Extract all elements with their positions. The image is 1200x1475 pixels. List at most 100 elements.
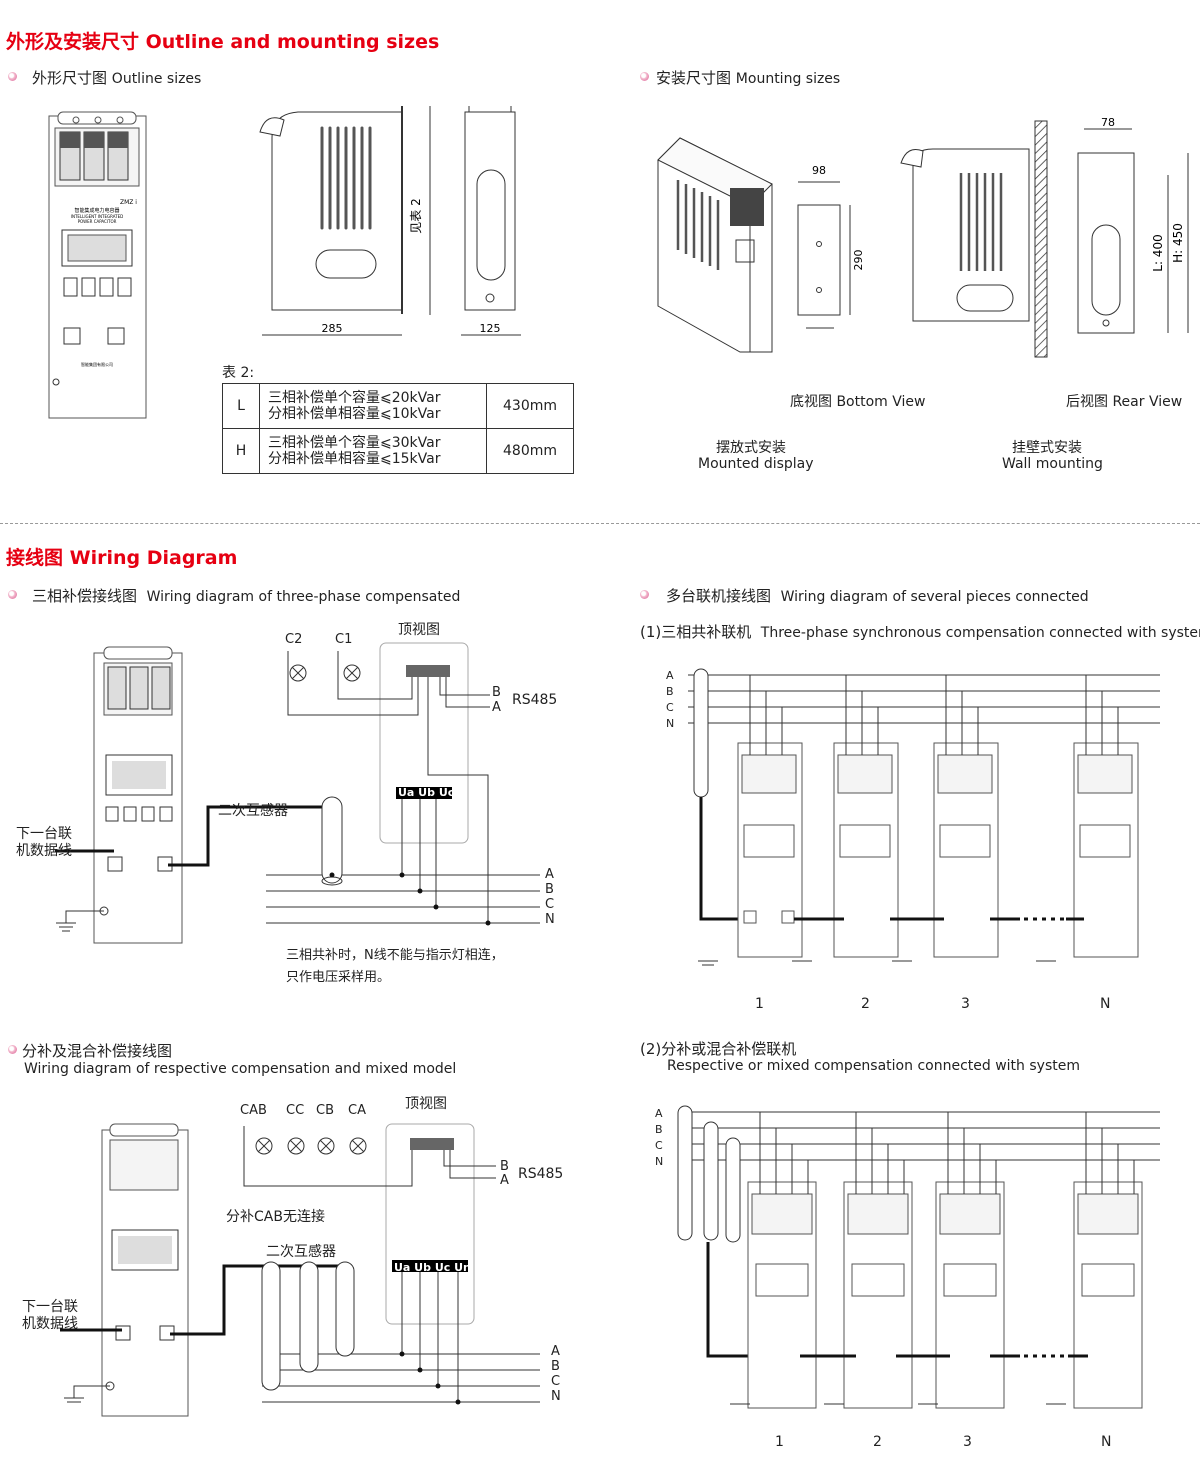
three-phase-label-en: Wiring diagram of three-phase compensate… bbox=[146, 589, 461, 605]
table-cell-code: L bbox=[222, 383, 260, 429]
phase-label-a: A bbox=[551, 1344, 560, 1359]
lamp-label-ca: CA bbox=[348, 1103, 366, 1118]
dim-L-label: L: 400 bbox=[1151, 234, 1165, 271]
cabinet-model-label: ZMZ i bbox=[120, 199, 137, 206]
phase-label-a: A bbox=[545, 867, 554, 882]
wall-caption-en: Wall mounting bbox=[1002, 456, 1103, 472]
respective-label-cn: 分补及混合补偿接线图 bbox=[22, 1042, 173, 1060]
several-label-en: Wiring diagram of several pieces connect… bbox=[780, 589, 1089, 605]
phase-label-c: C bbox=[666, 701, 674, 714]
bottom-view-caption: 底视图 Bottom View bbox=[790, 394, 926, 410]
bottom-width-dimension: 98 bbox=[812, 164, 826, 177]
top-view-label: 顶视图 bbox=[398, 622, 440, 638]
table-cell-value: 430mm bbox=[486, 383, 574, 429]
bullet-icon bbox=[640, 590, 649, 599]
front-view-cabinet-drawing: ZMZ i 智能集成电力电容器 INTELLIGENT INTEGRATED P… bbox=[48, 111, 147, 419]
cabinet-name-en2: POWER CAPACITOR bbox=[78, 219, 117, 224]
rs485-label: RS485 bbox=[512, 692, 558, 708]
outline-label-en: Outline sizes bbox=[111, 71, 202, 87]
several-heading: 多台联机接线图 Wiring diagram of several pieces… bbox=[666, 585, 1089, 606]
lamp-label-cb: CB bbox=[316, 1103, 334, 1118]
back-view-drawing: 125 bbox=[461, 106, 521, 336]
outline-label-cn: 外形尺寸图 bbox=[32, 69, 108, 87]
unit-number-n: N bbox=[1100, 996, 1111, 1012]
ct-label: 二次互感器 bbox=[218, 803, 288, 819]
table-row: L 三相补偿单个容量⩽20kVar 分相补偿单相容量⩽10kVar 430mm bbox=[222, 383, 574, 429]
unit-number-2: 2 bbox=[873, 1434, 882, 1450]
terminal-label-uabc: Ua Ub Uc bbox=[398, 786, 455, 799]
table-cell-code: H bbox=[222, 428, 260, 474]
cabinet-name-cn: 智能集成电力电容器 bbox=[74, 207, 119, 214]
mounting-label-en: Mounting sizes bbox=[735, 71, 841, 87]
wall-caption-cn: 挂壁式安装 bbox=[1012, 440, 1082, 456]
unit-number-1: 1 bbox=[755, 996, 764, 1012]
several-label-cn: 多台联机接线图 bbox=[666, 587, 772, 605]
bullet-icon bbox=[8, 1045, 17, 1054]
height-ref-label: 见表 2 bbox=[409, 198, 423, 233]
depth-dimension: 125 bbox=[480, 322, 501, 335]
phase-label-b: B bbox=[545, 882, 554, 897]
cab-no-connection-note: 分补CAB无连接 bbox=[226, 1209, 325, 1225]
next-unit-data-line-label: 机数据线 bbox=[16, 843, 72, 859]
phase-label-n: N bbox=[655, 1155, 664, 1168]
phase-label-n: N bbox=[666, 717, 675, 730]
unit-number-n: N bbox=[1101, 1434, 1112, 1450]
rear-width-dimension: 78 bbox=[1101, 116, 1115, 129]
three-phase-note-line2: 只作电压采样用。 bbox=[286, 970, 391, 985]
phase-label-b: B bbox=[551, 1359, 560, 1374]
rs485-b-label: B bbox=[500, 1159, 509, 1174]
phase-labels-3: A B C N bbox=[551, 1344, 561, 1404]
phase-label-a: A bbox=[666, 669, 674, 682]
lamp-label-c1: C1 bbox=[335, 632, 353, 647]
rear-view-drawing: 78 L: 400 H: 450 bbox=[1077, 116, 1189, 334]
bullet-icon bbox=[8, 590, 17, 599]
phase-labels-1: A B C N bbox=[545, 867, 555, 927]
desc-line: 分相补偿单相容量⩽10kVar bbox=[268, 406, 441, 422]
table-caption: 表 2: bbox=[222, 365, 255, 381]
phase-labels-4: A B C N bbox=[655, 1106, 663, 1170]
bottom-height-dimension: 290 bbox=[852, 250, 865, 271]
table-cell-desc: 三相补偿单个容量⩽30kVar 分相补偿单相容量⩽15kVar bbox=[259, 428, 487, 474]
bullet-icon bbox=[640, 72, 649, 81]
mixed-label-cn: (2)分补或混合补偿联机 bbox=[640, 1040, 797, 1058]
desc-line: 分相补偿单相容量⩽15kVar bbox=[268, 451, 441, 467]
phase-label-c: C bbox=[551, 1374, 561, 1389]
sync-label-cn: (1)三相共补联机 bbox=[640, 623, 752, 641]
lamp-label-cc: CC bbox=[286, 1103, 305, 1118]
rear-view-caption: 后视图 Rear View bbox=[1066, 394, 1183, 410]
phase-label-c: C bbox=[545, 897, 555, 912]
mounting-sizes-heading: 安装尺寸图 Mounting sizes bbox=[656, 67, 840, 88]
sync-compensation-system-diagram bbox=[688, 668, 1160, 966]
section-title-outline: 外形及安装尺寸 Outline and mounting sizes bbox=[6, 31, 440, 53]
width-dimension: 285 bbox=[322, 322, 343, 335]
phase-label-b: B bbox=[655, 1123, 663, 1136]
table-cell-desc: 三相补偿单个容量⩽20kVar 分相补偿单相容量⩽10kVar bbox=[259, 383, 487, 429]
terminal-label-uabcn: Ua Ub Uc Un bbox=[394, 1261, 471, 1274]
next-unit-data-line-label: 机数据线 bbox=[22, 1316, 78, 1332]
next-unit-data-line-label: 下一台联 bbox=[16, 826, 72, 842]
lamp-label-c2: C2 bbox=[285, 632, 303, 647]
unit-number-1: 1 bbox=[775, 1434, 784, 1450]
desc-line: 三相补偿单个容量⩽20kVar bbox=[268, 390, 441, 406]
three-phase-heading: 三相补偿接线图 Wiring diagram of three-phase co… bbox=[32, 585, 460, 606]
mounted-caption-cn: 摆放式安装 bbox=[716, 440, 786, 456]
rs485-b-label: B bbox=[492, 685, 501, 700]
rs485-a-label: A bbox=[492, 700, 501, 715]
phase-label-a: A bbox=[655, 1107, 663, 1120]
rs485-a-label: A bbox=[500, 1173, 509, 1188]
ct-label: 二次互感器 bbox=[266, 1244, 336, 1260]
isometric-cabinet-drawing bbox=[657, 137, 773, 353]
table-row: H 三相补偿单个容量⩽30kVar 分相补偿单相容量⩽15kVar 480mm bbox=[222, 428, 574, 474]
three-phase-label-cn: 三相补偿接线图 bbox=[32, 587, 138, 605]
wall-mount-side-drawing bbox=[900, 120, 1048, 358]
lamp-label-cab: CAB bbox=[240, 1103, 267, 1118]
next-unit-data-line-label: 下一台联 bbox=[22, 1299, 78, 1315]
mixed-label-en: Respective or mixed compensation connect… bbox=[667, 1058, 1080, 1074]
dim-H-label: H: 450 bbox=[1171, 223, 1185, 263]
phase-label-n: N bbox=[551, 1389, 561, 1404]
size-spec-table: L 三相补偿单个容量⩽20kVar 分相补偿单相容量⩽10kVar 430mm … bbox=[222, 383, 574, 474]
cabinet-name-en1: INTELLIGENT INTEGRATED bbox=[71, 214, 123, 219]
section-divider bbox=[0, 523, 1200, 524]
sync-label-en: Three-phase synchronous compensation con… bbox=[760, 625, 1200, 641]
bullet-icon bbox=[8, 72, 17, 81]
